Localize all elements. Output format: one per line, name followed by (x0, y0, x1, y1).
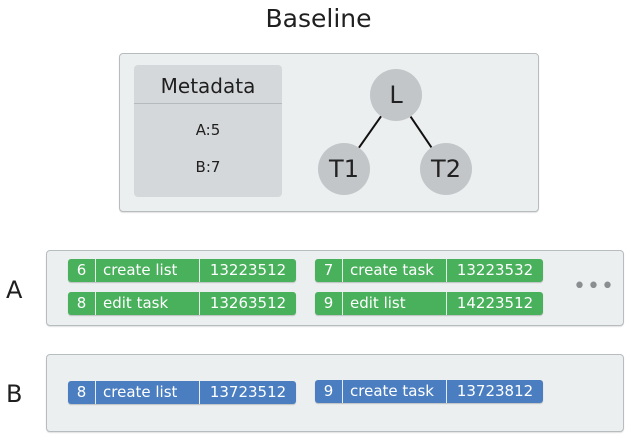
tree-node-t1-label: T1 (328, 155, 359, 183)
op-card: 8 create list 13723512 (68, 381, 296, 404)
op-id: 8 (76, 383, 87, 401)
metadata-divider (134, 103, 282, 104)
metadata-line-a: A:5 (195, 121, 221, 139)
op-id: 9 (323, 382, 334, 400)
op-card: 9 edit list 14223512 (315, 292, 543, 315)
op-id: 7 (323, 261, 334, 279)
tree-node-l (370, 69, 422, 121)
tree-node-t1 (318, 143, 370, 195)
more-ellipsis: ••• (573, 274, 615, 299)
tree-edge-l-t2 (409, 115, 433, 149)
tree-edge-l-t1 (358, 115, 382, 149)
metadata-line-b: B:7 (195, 158, 221, 176)
op-card: 7 create task 13223532 (315, 259, 543, 282)
diagram-title: Baseline (265, 4, 372, 33)
tree-node-t2 (420, 143, 472, 195)
metadata-box: Metadata A:5 B:7 (134, 65, 282, 197)
op-timestamp: 13223532 (446, 259, 543, 282)
tree-node-l-label: L (389, 81, 403, 109)
op-id: 6 (76, 261, 87, 279)
tree-node-t2-label: T2 (430, 155, 461, 183)
op-timestamp: 13723512 (199, 381, 296, 404)
op-card: 6 create list 13223512 (68, 259, 296, 282)
op-timestamp: 13223512 (199, 259, 296, 282)
op-timestamp: 13263512 (199, 292, 296, 315)
op-name: create task (342, 380, 446, 403)
op-name: create task (342, 259, 446, 282)
op-timestamp: 13723812 (446, 380, 543, 403)
op-name: create list (95, 381, 199, 404)
row-label-b: B (6, 380, 23, 408)
row-label-a: A (6, 276, 23, 304)
op-name: edit list (342, 292, 446, 315)
op-timestamp: 14223512 (446, 292, 543, 315)
op-id: 8 (76, 294, 87, 312)
op-card: 9 create task 13723812 (315, 380, 543, 403)
op-name: create list (95, 259, 199, 282)
op-id: 9 (323, 294, 334, 312)
metadata-title: Metadata (160, 74, 256, 98)
op-card: 8 edit task 13263512 (68, 292, 296, 315)
op-name: edit task (95, 292, 199, 315)
